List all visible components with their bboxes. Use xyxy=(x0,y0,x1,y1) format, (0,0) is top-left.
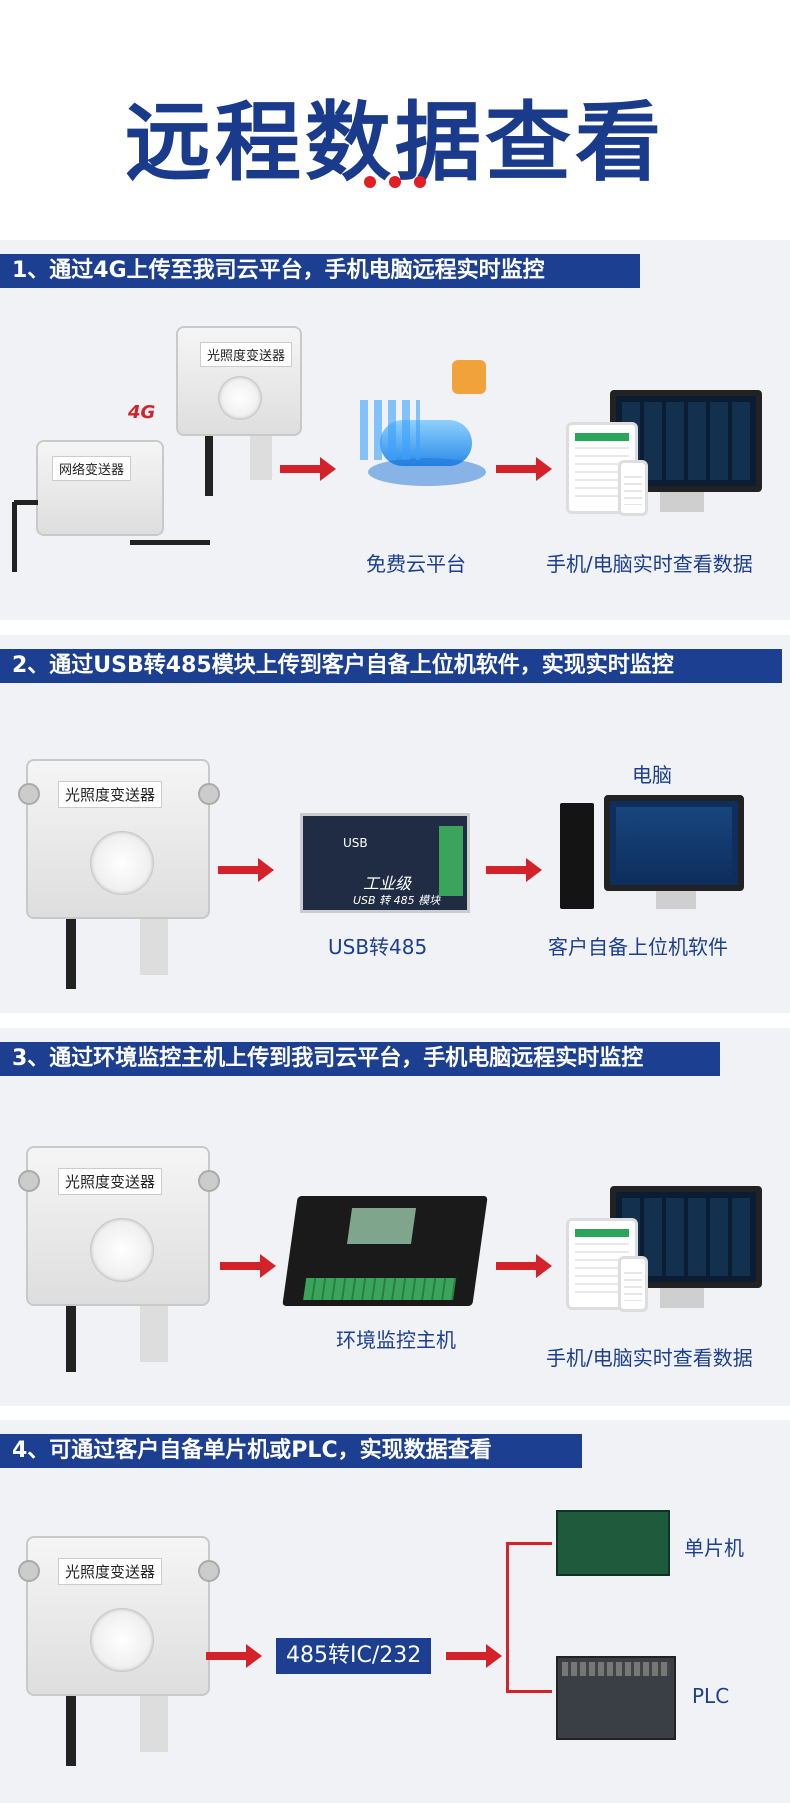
monitor-screen xyxy=(604,795,744,891)
caption-module: USB转485 xyxy=(328,935,428,959)
network-transmitter-device: 网络变送器 xyxy=(36,440,164,536)
plc-terminals xyxy=(562,1662,670,1676)
mount-screw xyxy=(198,1170,220,1192)
section-1-heading: 1、通过4G上传至我司云平台，手机电脑远程实时监控 xyxy=(0,254,640,288)
sensor-lens xyxy=(218,376,262,420)
sensor-lens xyxy=(90,1608,154,1672)
dot xyxy=(389,176,401,188)
mount-screw xyxy=(18,1170,40,1192)
sensor-lens xyxy=(90,1218,154,1282)
mount-screw xyxy=(198,1560,220,1582)
plc-device xyxy=(556,1656,676,1740)
arrow xyxy=(218,858,274,882)
arrow xyxy=(496,1254,552,1278)
caption-cloud: 免费云平台 xyxy=(366,552,466,576)
caption-plc: PLC xyxy=(692,1684,730,1708)
link-cable xyxy=(130,540,210,545)
caption-host: 环境监控主机 xyxy=(336,1328,456,1352)
module-subtitle: USB 转 485 模块 xyxy=(353,894,441,907)
section-3: 3、通过环境监控主机上传到我司云平台，手机电脑远程实时监控 光照度变送器 环境监… xyxy=(0,1028,790,1406)
environment-monitoring-host xyxy=(282,1196,488,1306)
sensor-probe xyxy=(140,1696,168,1752)
sensor-label: 光照度变送器 xyxy=(58,781,163,808)
mcu-board xyxy=(556,1510,670,1576)
sensor-lens xyxy=(90,831,154,895)
usb-port: USB xyxy=(343,836,368,850)
section-3-heading: 3、通过环境监控主机上传到我司云平台，手机电脑远程实时监控 xyxy=(0,1042,720,1076)
sensor-label: 光照度变送器 xyxy=(58,1558,163,1585)
cloud-platform-graphic xyxy=(360,360,490,490)
light-sensor-device: 光照度变送器 xyxy=(26,759,210,919)
light-sensor-device: 光照度变送器 xyxy=(176,326,302,436)
sensor-probe xyxy=(250,436,272,480)
caption-device: 手机/电脑实时查看数据 xyxy=(546,1346,753,1370)
wifi-icon xyxy=(452,360,486,394)
light-sensor-device: 光照度变送器 xyxy=(26,1146,210,1306)
section-2-heading: 2、通过USB转485模块上传到客户自备上位机软件，实现实时监控 xyxy=(0,649,782,683)
pc-tower xyxy=(560,803,594,909)
phone-device xyxy=(618,460,648,516)
converter-label: 485转IC/232 xyxy=(276,1638,432,1674)
caption-device: 手机/电脑实时查看数据 xyxy=(546,552,753,576)
terminal-block xyxy=(439,826,463,896)
sensor-label: 光照度变送器 xyxy=(58,1168,163,1195)
transmitter-label: 网络变送器 xyxy=(52,456,132,481)
caption-mcu: 单片机 xyxy=(684,1536,744,1560)
arrow xyxy=(486,858,542,882)
branch-line-vertical xyxy=(506,1542,509,1692)
arrow xyxy=(280,457,336,481)
transmitter-cable-down xyxy=(12,502,17,572)
signal-bars-icon xyxy=(360,400,420,460)
caption-software: 客户自备上位机软件 xyxy=(548,935,728,959)
usb-485-module: USB 工业级 USB 转 485 模块 xyxy=(300,813,470,913)
sensor-cable xyxy=(205,436,213,496)
phone-device xyxy=(618,1256,648,1312)
dot xyxy=(364,176,376,188)
host-terminals xyxy=(303,1278,457,1300)
section-1: 1、通过4G上传至我司云平台，手机电脑远程实时监控 光照度变送器 网络变送器 4… xyxy=(0,240,790,620)
mount-screw xyxy=(18,1560,40,1582)
dot xyxy=(414,176,426,188)
sensor-cable xyxy=(66,1696,76,1766)
branch-line-top xyxy=(506,1542,552,1545)
badge-4g: 4G xyxy=(128,402,156,423)
monitor-stand xyxy=(660,492,704,512)
decorative-dots xyxy=(364,176,426,188)
section-4-heading: 4、可通过客户自备单片机或PLC，实现数据查看 xyxy=(0,1434,582,1468)
section-2: 2、通过USB转485模块上传到客户自备上位机软件，实现实时监控 光照度变送器 … xyxy=(0,635,790,1013)
arrow xyxy=(206,1644,262,1668)
sensor-cable xyxy=(66,1306,76,1372)
sensor-probe xyxy=(140,1306,168,1362)
sensor-probe xyxy=(140,919,168,975)
mount-screw xyxy=(18,783,40,805)
sensor-cable xyxy=(66,919,76,989)
monitor-stand xyxy=(656,891,696,909)
cloud-base xyxy=(368,458,486,486)
module-title: 工业级 xyxy=(363,874,412,893)
light-sensor-device: 光照度变送器 xyxy=(26,1536,210,1696)
arrow xyxy=(496,457,552,481)
sensor-label: 光照度变送器 xyxy=(200,342,293,367)
section-4: 4、可通过客户自备单片机或PLC，实现数据查看 光照度变送器 485转IC/23… xyxy=(0,1420,790,1803)
branch-line-bottom xyxy=(506,1690,552,1693)
transmitter-cable xyxy=(14,500,38,505)
mount-screw xyxy=(198,783,220,805)
monitor-stand xyxy=(660,1288,704,1308)
caption-pc: 电脑 xyxy=(632,763,672,787)
arrow xyxy=(220,1254,276,1278)
host-display xyxy=(346,1208,417,1244)
arrow xyxy=(446,1644,502,1668)
